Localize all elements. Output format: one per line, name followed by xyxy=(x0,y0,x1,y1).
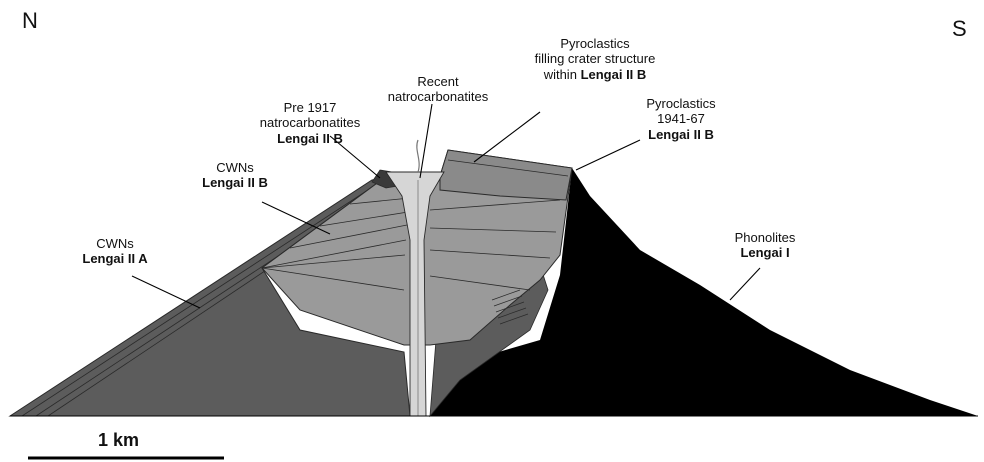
label-text: natrocarbonatites xyxy=(250,115,370,130)
label-pyroclastics-1941-67: Pyroclastics 1941-67 Lengai II B xyxy=(626,96,736,142)
label-text: Pre 1917 xyxy=(250,100,370,115)
label-text: 1941-67 xyxy=(626,111,736,126)
label-text-mixed: within Lengai II B xyxy=(510,67,680,82)
label-text: natrocarbonatites xyxy=(378,89,498,104)
leader-cwns-2a xyxy=(132,276,200,308)
label-text: CWNs xyxy=(70,236,160,251)
label-cwns-lengai-2a: CWNs Lengai II A xyxy=(70,236,160,267)
label-unit: Lengai II B xyxy=(581,67,647,82)
label-text: Pyroclastics xyxy=(510,36,680,51)
south-label: S xyxy=(952,16,967,42)
label-text: within xyxy=(544,67,577,82)
label-unit: Lengai II A xyxy=(70,251,160,266)
leader-crater-fill xyxy=(474,112,540,162)
label-unit: Lengai II B xyxy=(626,127,736,142)
label-recent-natrocarbonatites: Recent natrocarbonatites xyxy=(378,74,498,105)
label-text: Recent xyxy=(378,74,498,89)
label-pyroclastics-crater-fill: Pyroclastics filling crater structure wi… xyxy=(510,36,680,82)
label-unit: Lengai II B xyxy=(250,131,370,146)
leader-pyro-1941 xyxy=(576,140,640,170)
label-unit: Lengai I xyxy=(720,245,810,260)
label-cwns-lengai-2b: CWNs Lengai II B xyxy=(190,160,280,191)
plume-wisp xyxy=(417,140,419,172)
north-label: N xyxy=(22,8,38,34)
leader-phonolites xyxy=(730,268,760,300)
label-text: filling crater structure xyxy=(510,51,680,66)
label-text: Phonolites xyxy=(720,230,810,245)
label-text: Pyroclastics xyxy=(626,96,736,111)
label-phonolites-lengai-1: Phonolites Lengai I xyxy=(720,230,810,261)
label-unit: Lengai II B xyxy=(190,175,280,190)
label-text: CWNs xyxy=(190,160,280,175)
label-pre-1917-natrocarbonatites: Pre 1917 natrocarbonatites Lengai II B xyxy=(250,100,370,146)
leader-recent xyxy=(420,104,432,178)
scale-bar-label: 1 km xyxy=(98,430,139,451)
